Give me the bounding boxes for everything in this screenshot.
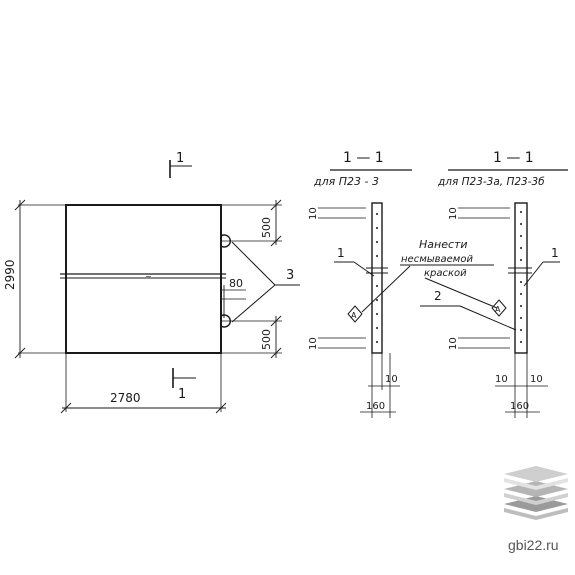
- joint-tick: ~: [145, 272, 152, 281]
- section-right-callout-1: 1: [551, 246, 559, 260]
- section-left-callout: 1: [337, 246, 345, 260]
- section-right-slab: [514, 202, 528, 354]
- section-right-dim-left: 10: [495, 374, 508, 385]
- section-left-dim-width: 160: [366, 401, 385, 412]
- section-left-rebar: [376, 213, 378, 343]
- section-left-dim-top: 10: [308, 207, 319, 220]
- section-right-dim-top: 10: [448, 207, 459, 220]
- section-mark-top: 1: [176, 151, 184, 166]
- section-left-slab: [371, 202, 383, 354]
- plan-view: ~ 1 1 2990 2780: [3, 151, 300, 414]
- layers-logo-icon: [504, 466, 568, 520]
- section-right-rebar: [520, 211, 522, 343]
- dim-height: 2990: [3, 259, 17, 290]
- section-left: 1 — 1 для П23 - 3 А 10 10: [308, 150, 412, 418]
- dim-width: 2780: [110, 391, 141, 405]
- note-line3: краской: [424, 268, 467, 279]
- section-left-dim-bottom: 10: [308, 337, 319, 350]
- svg-text:А: А: [495, 305, 501, 314]
- section-mark-bottom: 1: [178, 387, 186, 402]
- section-left-dim-right: 10: [385, 374, 398, 385]
- section-right-dim-right: 10: [530, 374, 543, 385]
- section-right-callout-2: 2: [434, 289, 442, 303]
- section-left-subtitle: для П23 - 3: [313, 175, 379, 188]
- paint-note: Нанести несмываемой краской: [361, 238, 498, 313]
- section-right-subtitle: для П23-3а, П23-3б: [437, 176, 545, 188]
- note-line2: несмываемой: [401, 254, 473, 265]
- section-right-title: 1 — 1: [493, 150, 534, 166]
- section-right-dim-bottom: 10: [448, 337, 459, 350]
- note-line1: Нанести: [419, 238, 468, 251]
- dim-bottom-gap: 500: [260, 329, 273, 350]
- section-right: 1 — 1 для П23-3а, П23-3б А 10 10: [420, 150, 568, 418]
- section-left-title: 1 — 1: [343, 150, 384, 166]
- panel-outline: [65, 204, 222, 354]
- svg-text:А: А: [351, 311, 357, 320]
- marker-a-right: [491, 299, 507, 317]
- dim-top-gap: 500: [260, 217, 273, 238]
- watermark-site: gbi22.ru: [508, 537, 559, 553]
- dim-middle: 80: [229, 277, 243, 290]
- callout-loops: 3: [286, 268, 294, 283]
- watermark: gbi22.ru: [504, 466, 568, 553]
- marker-a-left: [347, 305, 363, 323]
- section-right-dim-width: 160: [510, 401, 529, 412]
